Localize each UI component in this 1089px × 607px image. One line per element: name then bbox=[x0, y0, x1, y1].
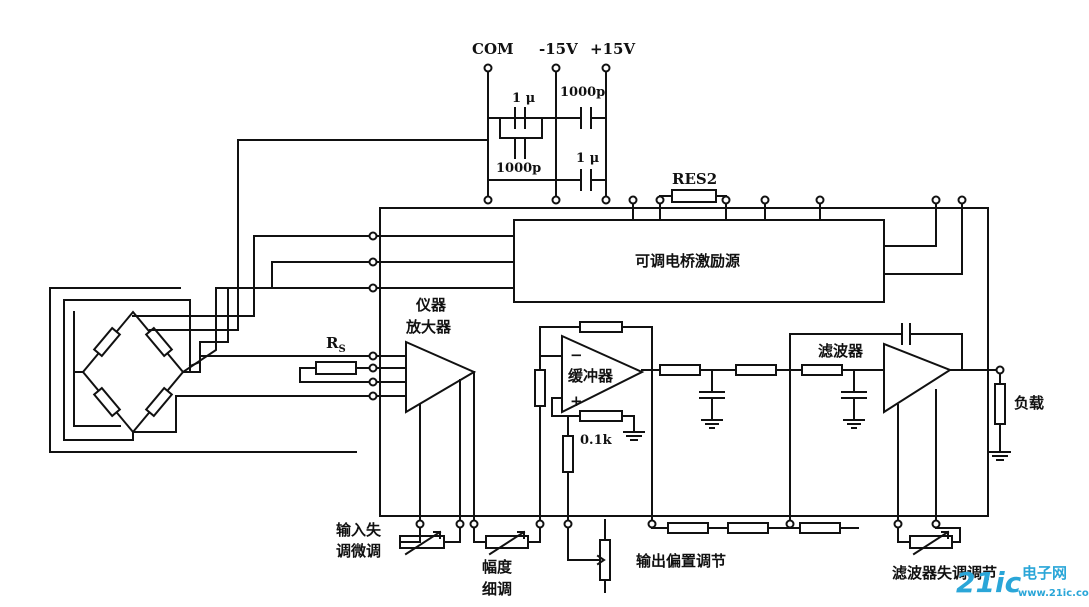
svg-text:21ic: 21ic bbox=[956, 566, 1022, 599]
watermark-logo: 21ic 电子网 www.21ic.com bbox=[956, 564, 1089, 599]
inamp-pins bbox=[368, 351, 407, 401]
label-res2: RES2 bbox=[672, 170, 717, 188]
svg-text:www.21ic.com: www.21ic.com bbox=[1018, 588, 1089, 599]
buffer-opamp bbox=[534, 321, 653, 521]
res2-resistor bbox=[659, 189, 727, 203]
bottom-pins bbox=[415, 519, 941, 529]
amplitude-trimmer bbox=[473, 527, 541, 556]
inamp-label-line2: 放大器 bbox=[405, 318, 452, 336]
label-cap-1000p-inner: 1000p bbox=[496, 161, 541, 176]
decoupling-capacitors bbox=[487, 107, 607, 191]
label-neg15: -15V bbox=[539, 40, 578, 58]
svg-text:电子网: 电子网 bbox=[1022, 564, 1067, 582]
label-rs: RS bbox=[326, 334, 346, 355]
filter-offset-label: 滤波器失调调节 bbox=[892, 564, 997, 582]
supply-terminals bbox=[483, 63, 611, 205]
filter-offset-trimmer bbox=[897, 527, 961, 556]
amplitude-label-line1: 幅度 bbox=[482, 558, 513, 576]
amplitude-label-line2: 细调 bbox=[482, 580, 512, 598]
ic-outline bbox=[379, 207, 989, 517]
input-offset-label-line2: 调微调 bbox=[336, 542, 381, 560]
bottom-resistor-chain bbox=[651, 522, 859, 534]
label-cap-1u-top: 1 μ bbox=[512, 91, 536, 106]
label-0-1k: 0.1k bbox=[580, 433, 613, 448]
output-offset-pot bbox=[567, 519, 611, 593]
label-pos15: +15V bbox=[590, 40, 635, 58]
excitation-source-label: 可调电桥激励源 bbox=[635, 252, 740, 270]
rs-resistor bbox=[299, 361, 370, 383]
buffer-plus-sign: + bbox=[570, 392, 583, 410]
output-offset-label: 输出偏置调节 bbox=[636, 552, 726, 570]
label-cap-1000p-top: 1000p bbox=[560, 85, 605, 100]
sensor-bridge bbox=[81, 310, 185, 434]
excitation-inputs bbox=[368, 231, 515, 293]
label-cap-1u-bottom: 1 μ bbox=[576, 151, 600, 166]
load-resistor bbox=[987, 365, 1011, 461]
input-offset-label-line1: 输入失 bbox=[336, 521, 382, 539]
label-com: COM bbox=[472, 40, 514, 58]
inamp-label-line1: 仪器 bbox=[415, 296, 447, 314]
filter-label: 滤波器 bbox=[818, 342, 864, 360]
rc-filter-chain bbox=[641, 323, 963, 521]
input-offset-trimmer bbox=[399, 527, 461, 556]
buffer-minus-sign: − bbox=[570, 346, 583, 364]
bridge-wiring bbox=[49, 139, 489, 453]
instrumentation-amplifier bbox=[405, 340, 477, 414]
filter-opamp bbox=[883, 342, 953, 414]
buffer-label: 缓冲器 bbox=[568, 367, 614, 385]
load-label: 负载 bbox=[1014, 394, 1044, 412]
